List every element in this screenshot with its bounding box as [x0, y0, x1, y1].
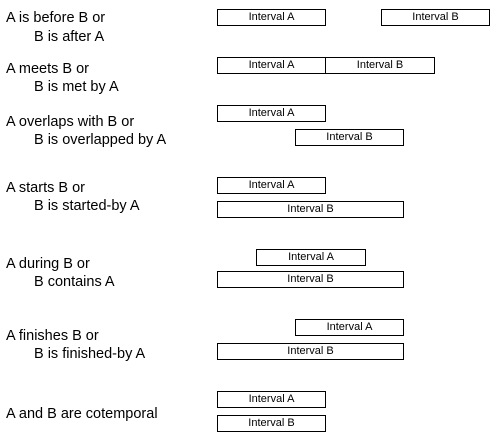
cotemporal-interval-a-box: Interval A	[217, 391, 326, 408]
relation-started-by-label: B is started-by A	[34, 198, 140, 214]
meets-interval-b-box: Interval B	[325, 57, 435, 74]
before-interval-b-box: Interval B	[381, 9, 490, 26]
overlaps-interval-b-box: Interval B	[295, 129, 404, 146]
during-interval-b-box: Interval B	[217, 271, 404, 288]
starts-interval-b-box: Interval B	[217, 201, 404, 218]
before-interval-a-box: Interval A	[217, 9, 326, 26]
relation-finishes-label: A finishes B or	[6, 328, 99, 344]
relation-finished-by-label: B is finished-by A	[34, 346, 146, 362]
finishes-interval-b-box: Interval B	[217, 343, 404, 360]
relation-after-label: B is after A	[34, 29, 105, 45]
relation-during-label: A during B or	[6, 256, 90, 272]
relation-cotemporal-label: A and B are cotemporal	[6, 406, 158, 422]
cotemporal-interval-b-box: Interval B	[217, 415, 326, 432]
starts-interval-a-box: Interval A	[217, 177, 326, 194]
relation-overlaps-label: A overlaps with B or	[6, 114, 135, 130]
meets-interval-a-box: Interval A	[217, 57, 326, 74]
during-interval-a-box: Interval A	[256, 249, 366, 266]
relation-starts-label: A starts B or	[6, 180, 85, 196]
relation-before-label: A is before B or	[6, 10, 106, 26]
finishes-interval-a-box: Interval A	[295, 319, 404, 336]
relation-overlapped-by-label: B is overlapped by A	[34, 132, 167, 148]
relation-meets-label: A meets B or	[6, 61, 90, 77]
relation-contains-label: B contains A	[34, 274, 115, 290]
overlaps-interval-a-box: Interval A	[217, 105, 326, 122]
relation-met-by-label: B is met by A	[34, 79, 119, 95]
